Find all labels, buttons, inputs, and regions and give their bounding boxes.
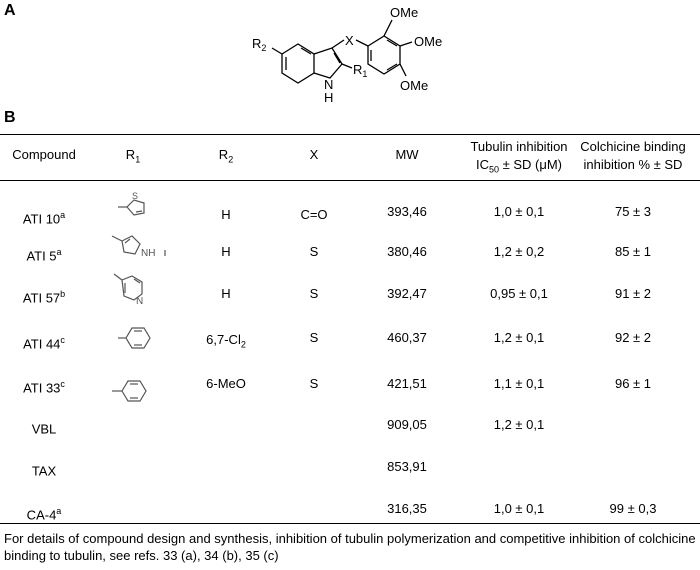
pyridine-icon: N [112, 268, 156, 312]
x-cell: S [309, 330, 319, 345]
compound-cell: CA-4a [26, 506, 62, 523]
x-cell: S [309, 244, 319, 259]
ome-label-2: OMe [414, 34, 442, 49]
svg-text:S: S [132, 191, 138, 201]
header-x: X [309, 147, 319, 162]
tubulin-cell: 1,1 ± 0,1 [493, 376, 545, 391]
colchicine-cell: 75 ± 3 [614, 204, 652, 219]
table-header-rule [0, 180, 700, 181]
mw-cell: 909,05 [387, 417, 427, 432]
r1-label: R1 [353, 62, 367, 79]
pyrrole-icon: NH [110, 228, 172, 260]
header-tubulin-line1: Tubulin inhibition [470, 139, 568, 154]
x-cell: C=O [300, 207, 328, 222]
compound-cell: VBL [31, 421, 57, 437]
compound-cell: ATI 57b [22, 289, 66, 306]
svg-text:N: N [136, 296, 143, 307]
panel-b-label: B [4, 109, 16, 126]
colchicine-cell: 85 ± 1 [614, 244, 652, 259]
table-footnote: For details of compound design and synth… [4, 531, 696, 563]
r2-cell: H [221, 207, 231, 222]
mw-cell: 392,47 [387, 286, 427, 301]
phenyl-icon [116, 322, 156, 354]
ome-label-3: OMe [400, 78, 428, 93]
compound-cell: TAX [31, 463, 57, 479]
header-compound: Compound [12, 147, 76, 162]
table-top-rule [0, 134, 700, 135]
mw-cell: 421,51 [387, 376, 427, 391]
compound-cell: ATI 10a [22, 210, 66, 227]
mw-cell: 393,46 [387, 204, 427, 219]
tubulin-cell: 0,95 ± 0,1 [490, 286, 548, 301]
compound-cell: ATI 5a [26, 247, 62, 264]
svg-text:NH: NH [141, 248, 155, 259]
hydrogen-label: H [324, 90, 333, 105]
colchicine-cell: 96 ± 1 [614, 376, 652, 391]
tubulin-cell: 1,2 ± 0,1 [493, 417, 545, 432]
colchicine-cell: 99 ± 0,3 [609, 501, 657, 516]
header-mw: MW [395, 147, 419, 162]
compound-cell: ATI 44c [23, 335, 65, 352]
header-r2: R2 [218, 147, 234, 165]
r2-cell: 6-MeO [206, 376, 246, 391]
phenyl-icon [110, 374, 154, 408]
nitrogen-label: N [324, 77, 333, 92]
thiophene-icon: S [116, 190, 156, 218]
header-colchicine-line2: inhibition % ± SD [583, 157, 683, 172]
r2-cell: H [221, 286, 231, 301]
x-cell: S [309, 286, 319, 301]
compound-cell: ATI 33c [23, 379, 65, 396]
mw-cell: 460,37 [387, 330, 427, 345]
r2-cell: H [221, 244, 231, 259]
table-bottom-rule [0, 523, 700, 524]
mw-cell: 380,46 [387, 244, 427, 259]
x-cell: S [309, 376, 319, 391]
indole-structure-diagram: R2 X OMe OMe OMe R1 N H [252, 5, 442, 105]
colchicine-cell: 91 ± 2 [614, 286, 652, 301]
panel-a-label: A [4, 2, 16, 19]
header-tubulin-line2: IC50 ± SD (μM) [475, 157, 563, 175]
x-label: X [345, 33, 354, 48]
tubulin-cell: 1,2 ± 0,1 [493, 330, 545, 345]
r2-label: R2 [252, 36, 266, 53]
tubulin-cell: 1,2 ± 0,2 [493, 244, 545, 259]
header-r1: R1 [125, 147, 141, 165]
tubulin-cell: 1,0 ± 0,1 [493, 204, 545, 219]
mw-cell: 316,35 [387, 501, 427, 516]
tubulin-cell: 1,0 ± 0,1 [493, 501, 545, 516]
mw-cell: 853,91 [387, 459, 427, 474]
colchicine-cell: 92 ± 2 [614, 330, 652, 345]
r2-cell: 6,7-Cl2 [206, 332, 246, 350]
header-colchicine-line1: Colchicine binding [580, 139, 686, 154]
ome-label-1: OMe [390, 5, 418, 20]
